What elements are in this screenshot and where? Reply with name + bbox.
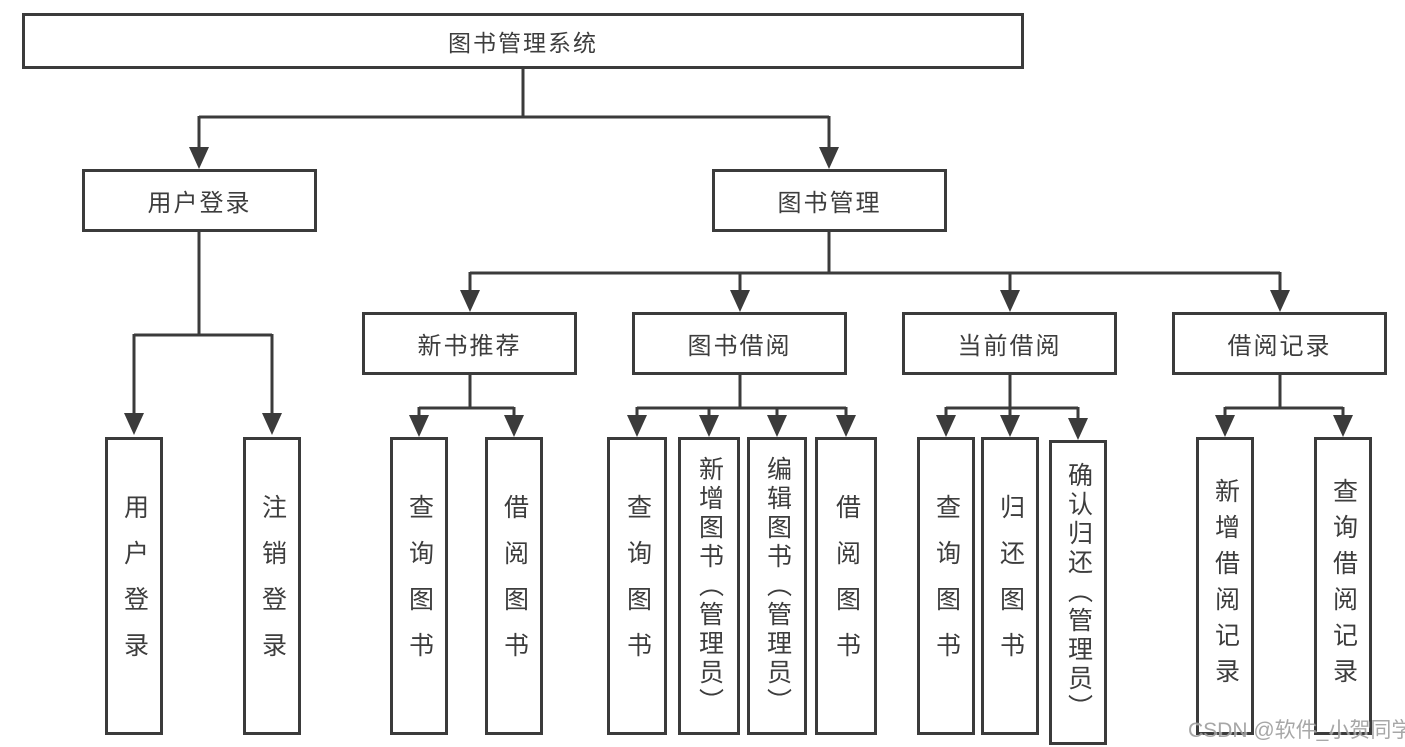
leaf-query-book-2: 查询图书: [607, 437, 667, 735]
node-user-login: 用户登录: [82, 169, 317, 232]
node-root-system-label: 图书管理系统: [448, 30, 598, 56]
leaf-query-borrow-record: 查询借阅记录: [1314, 437, 1372, 735]
node-book-borrowing-label: 图书借阅: [687, 333, 792, 360]
node-root-system: 图书管理系统: [22, 13, 1024, 69]
node-current-borrowing: 当前借阅: [902, 312, 1117, 375]
node-book-management: 图书管理: [712, 169, 947, 232]
leaf-query-book-3: 查询图书: [917, 437, 975, 735]
node-book-management-label: 图书管理: [777, 190, 882, 217]
leaf-user-login: 用户登录: [105, 437, 163, 735]
node-borrowing-records: 借阅记录: [1172, 312, 1387, 375]
leaf-query-book-1: 查询图书: [390, 437, 448, 735]
leaf-add-borrow-record: 新增借阅记录: [1196, 437, 1254, 735]
leaf-return-book: 归还图书: [981, 437, 1039, 735]
leaf-edit-book-admin: 编辑图书（管理员）: [747, 437, 807, 735]
node-book-borrowing: 图书借阅: [632, 312, 847, 375]
csdn-watermark: CSDN @软件_小贺同学: [1188, 719, 1405, 742]
node-new-book-recommendation: 新书推荐: [362, 312, 577, 375]
node-new-book-recommendation-label: 新书推荐: [417, 333, 522, 360]
leaf-add-book-admin: 新增图书（管理员）: [678, 437, 740, 735]
leaf-borrow-book-2: 借阅图书: [815, 437, 877, 735]
connector-arrowheads: [124, 147, 1353, 440]
connector-lines: [132, 69, 1345, 420]
leaf-logout: 注销登录: [243, 437, 301, 735]
node-current-borrowing-label: 当前借阅: [957, 333, 1062, 360]
node-borrowing-records-label: 借阅记录: [1227, 333, 1332, 360]
node-user-login-label: 用户登录: [147, 190, 252, 217]
leaf-confirm-return-admin: 确认归还（管理员）: [1049, 440, 1107, 745]
leaf-borrow-book-1: 借阅图书: [485, 437, 543, 735]
